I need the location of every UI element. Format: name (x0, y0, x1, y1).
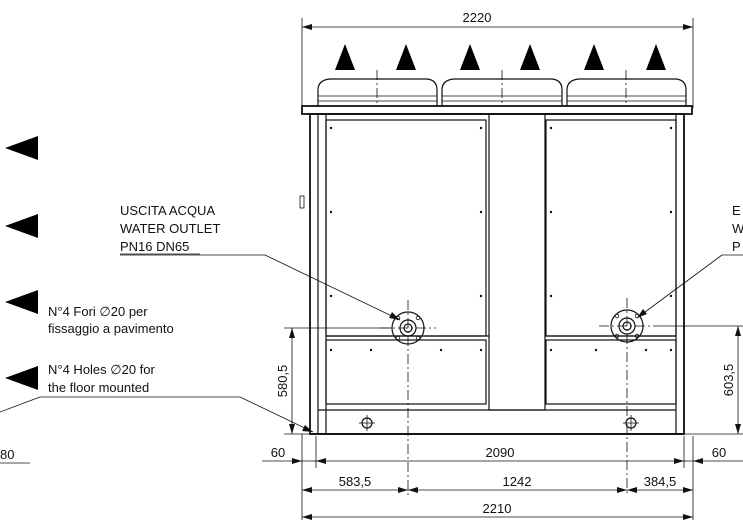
label-holes-it-2: fissaggio a pavimento (48, 321, 174, 336)
dim-outer-base: 2210 (483, 501, 512, 516)
dim-left-height: 580,5 (275, 365, 290, 398)
dim-overall-top: 2220 (463, 10, 492, 25)
label-holes-it-1: N°4 Fori ∅20 per (48, 304, 148, 319)
dimension-right-height (655, 325, 743, 435)
label-holes-en-1: N°4 Holes ∅20 for (48, 362, 156, 377)
airflow-arrows-left (5, 136, 38, 390)
dim-left-margin: 60 (271, 445, 285, 460)
cabinet-body (299, 105, 693, 435)
label-inlet-it: E (732, 203, 741, 218)
panel-screws (329, 126, 673, 352)
water-outlet-flange (380, 300, 436, 496)
dimension-overall-top (301, 18, 694, 108)
label-holes-en-2: the floor mounted (48, 380, 149, 395)
dim-cut-left: 80 (0, 447, 14, 462)
dimension-row-1 (262, 434, 743, 520)
dim-right-height: 603,5 (721, 364, 736, 397)
label-outlet-en: WATER OUTLET (120, 221, 220, 236)
fan-covers (317, 70, 687, 106)
label-outlet-spec: PN16 DN65 (120, 239, 189, 254)
dim-base-width: 2090 (486, 445, 515, 460)
dimension-left-height (284, 327, 392, 435)
floor-holes (359, 415, 639, 431)
dimension-row-2 (302, 487, 693, 493)
dim-right-margin: 60 (712, 445, 726, 460)
airflow-arrows-top (335, 44, 666, 70)
label-inlet-en: W (732, 221, 743, 236)
label-inlet-spec: P (732, 239, 741, 254)
dimension-row-3 (302, 514, 693, 520)
dim-left-offset: 583,5 (339, 474, 372, 489)
leader-lines (0, 254, 743, 464)
dim-right-offset: 384,5 (644, 474, 677, 489)
label-outlet-it: USCITA ACQUA (120, 203, 215, 218)
water-inlet-flange (599, 298, 655, 496)
dim-center-spacing: 1242 (503, 474, 532, 489)
